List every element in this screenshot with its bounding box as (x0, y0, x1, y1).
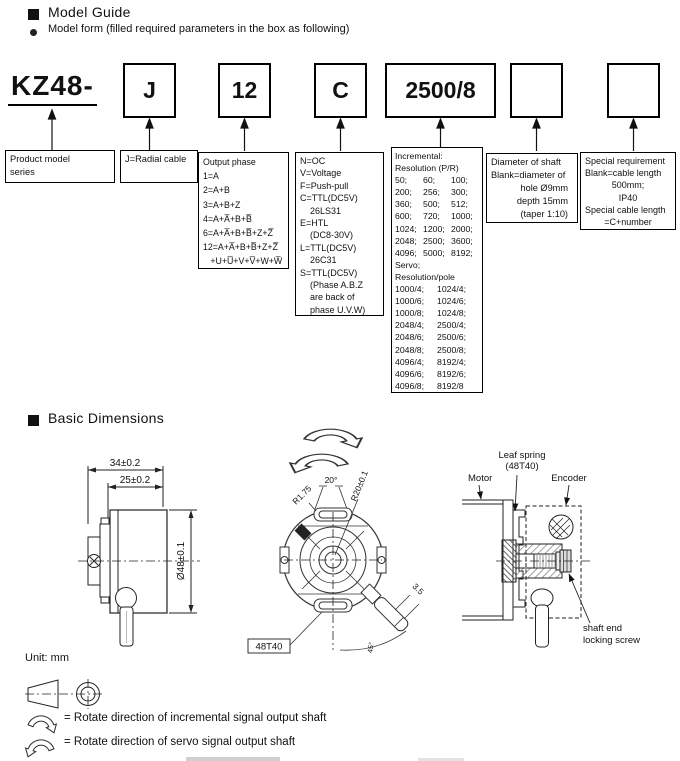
leaf-spring-label-line1: Leaf spring (498, 450, 545, 461)
encoder-label: Encoder (551, 473, 586, 484)
projection-symbol (25, 679, 105, 709)
cw-rotation-arrow-icon (302, 428, 364, 449)
section-title-model-guide: Model Guide (48, 4, 131, 20)
leaf-spring-label-line2: (48T40) (505, 461, 538, 472)
dim-cable-angle-label: 45° (366, 642, 376, 654)
connector-arrows (47, 108, 638, 151)
subtitle-bullet-circle-icon (30, 29, 37, 36)
ccw-rotation-arrow-icon (288, 453, 350, 474)
dim-body-width-label: 25±0.2 (120, 475, 151, 486)
model-field-output-phase: 12 (218, 63, 271, 118)
model-field-cable: J (123, 63, 176, 118)
page-bottom-fragment (418, 758, 464, 761)
locking-screw-label-line1: shaft end (583, 623, 622, 634)
model-form-subtitle: Model form (filled required parameters i… (48, 23, 350, 35)
model-field-resolution: 2500/8 (385, 63, 496, 118)
encoder-outline (525, 505, 582, 619)
section-bullet-square-icon (28, 415, 39, 426)
leaf-spring-model-label: 48T40 (256, 642, 283, 653)
connector-detail (294, 523, 312, 541)
page-bottom-fragment (186, 757, 280, 761)
dim-cable-width-label: 3.5 (410, 581, 426, 597)
dim-radius-mount-label: R20±0.1 (349, 469, 370, 503)
dim-total-width-label: 34±0.2 (110, 458, 141, 469)
model-prefix: KZ48- (8, 70, 97, 106)
mounting-section-drawing: Motor Leaf spring (48T40) Encoder shaft … (462, 450, 640, 648)
unit-note: Unit: mm (25, 652, 69, 664)
incremental-resolution-table: 50;60;100;200;256;300;360;500;512;600;72… (395, 175, 473, 258)
legend-servo: = Rotate direction of servo signal outpu… (64, 736, 296, 748)
resolution-servo-head: Servo;Resolution/pole (395, 259, 455, 282)
cw-rotation-arrow-icon (27, 715, 58, 734)
dim-radius-slot-label: R1.75 (290, 483, 313, 506)
spec-resolution-box: Incremental:Resolution (P/R) 50;60;100;2… (391, 147, 483, 393)
locking-screw-label-line2: locking screw (583, 635, 640, 646)
model-field-shaft (510, 63, 563, 118)
section-bullet-square-icon (28, 9, 39, 20)
front-view-drawing: 20° R1.75 R20±0.1 (247, 428, 426, 654)
ccw-rotation-arrow-icon (24, 739, 55, 758)
model-field-special (607, 63, 660, 118)
resolution-incremental-head: Incremental:Resolution (P/R) (395, 151, 459, 174)
section-title-basic-dimensions: Basic Dimensions (48, 410, 165, 426)
spec-cable-box: J=Radial cable (120, 150, 198, 183)
side-view-drawing: 34±0.2 25±0.2 Ø48±0.1 (78, 458, 200, 647)
servo-resolution-table: 1000/4;1024/4;1000/6;1024/6;1000/8;1024/… (395, 284, 466, 391)
model-field-signal: C (314, 63, 367, 118)
legend-incremental: = Rotate direction of incremental signal… (64, 712, 327, 724)
dim-angle-label: 20° (325, 475, 338, 485)
motor-label: Motor (468, 473, 492, 484)
